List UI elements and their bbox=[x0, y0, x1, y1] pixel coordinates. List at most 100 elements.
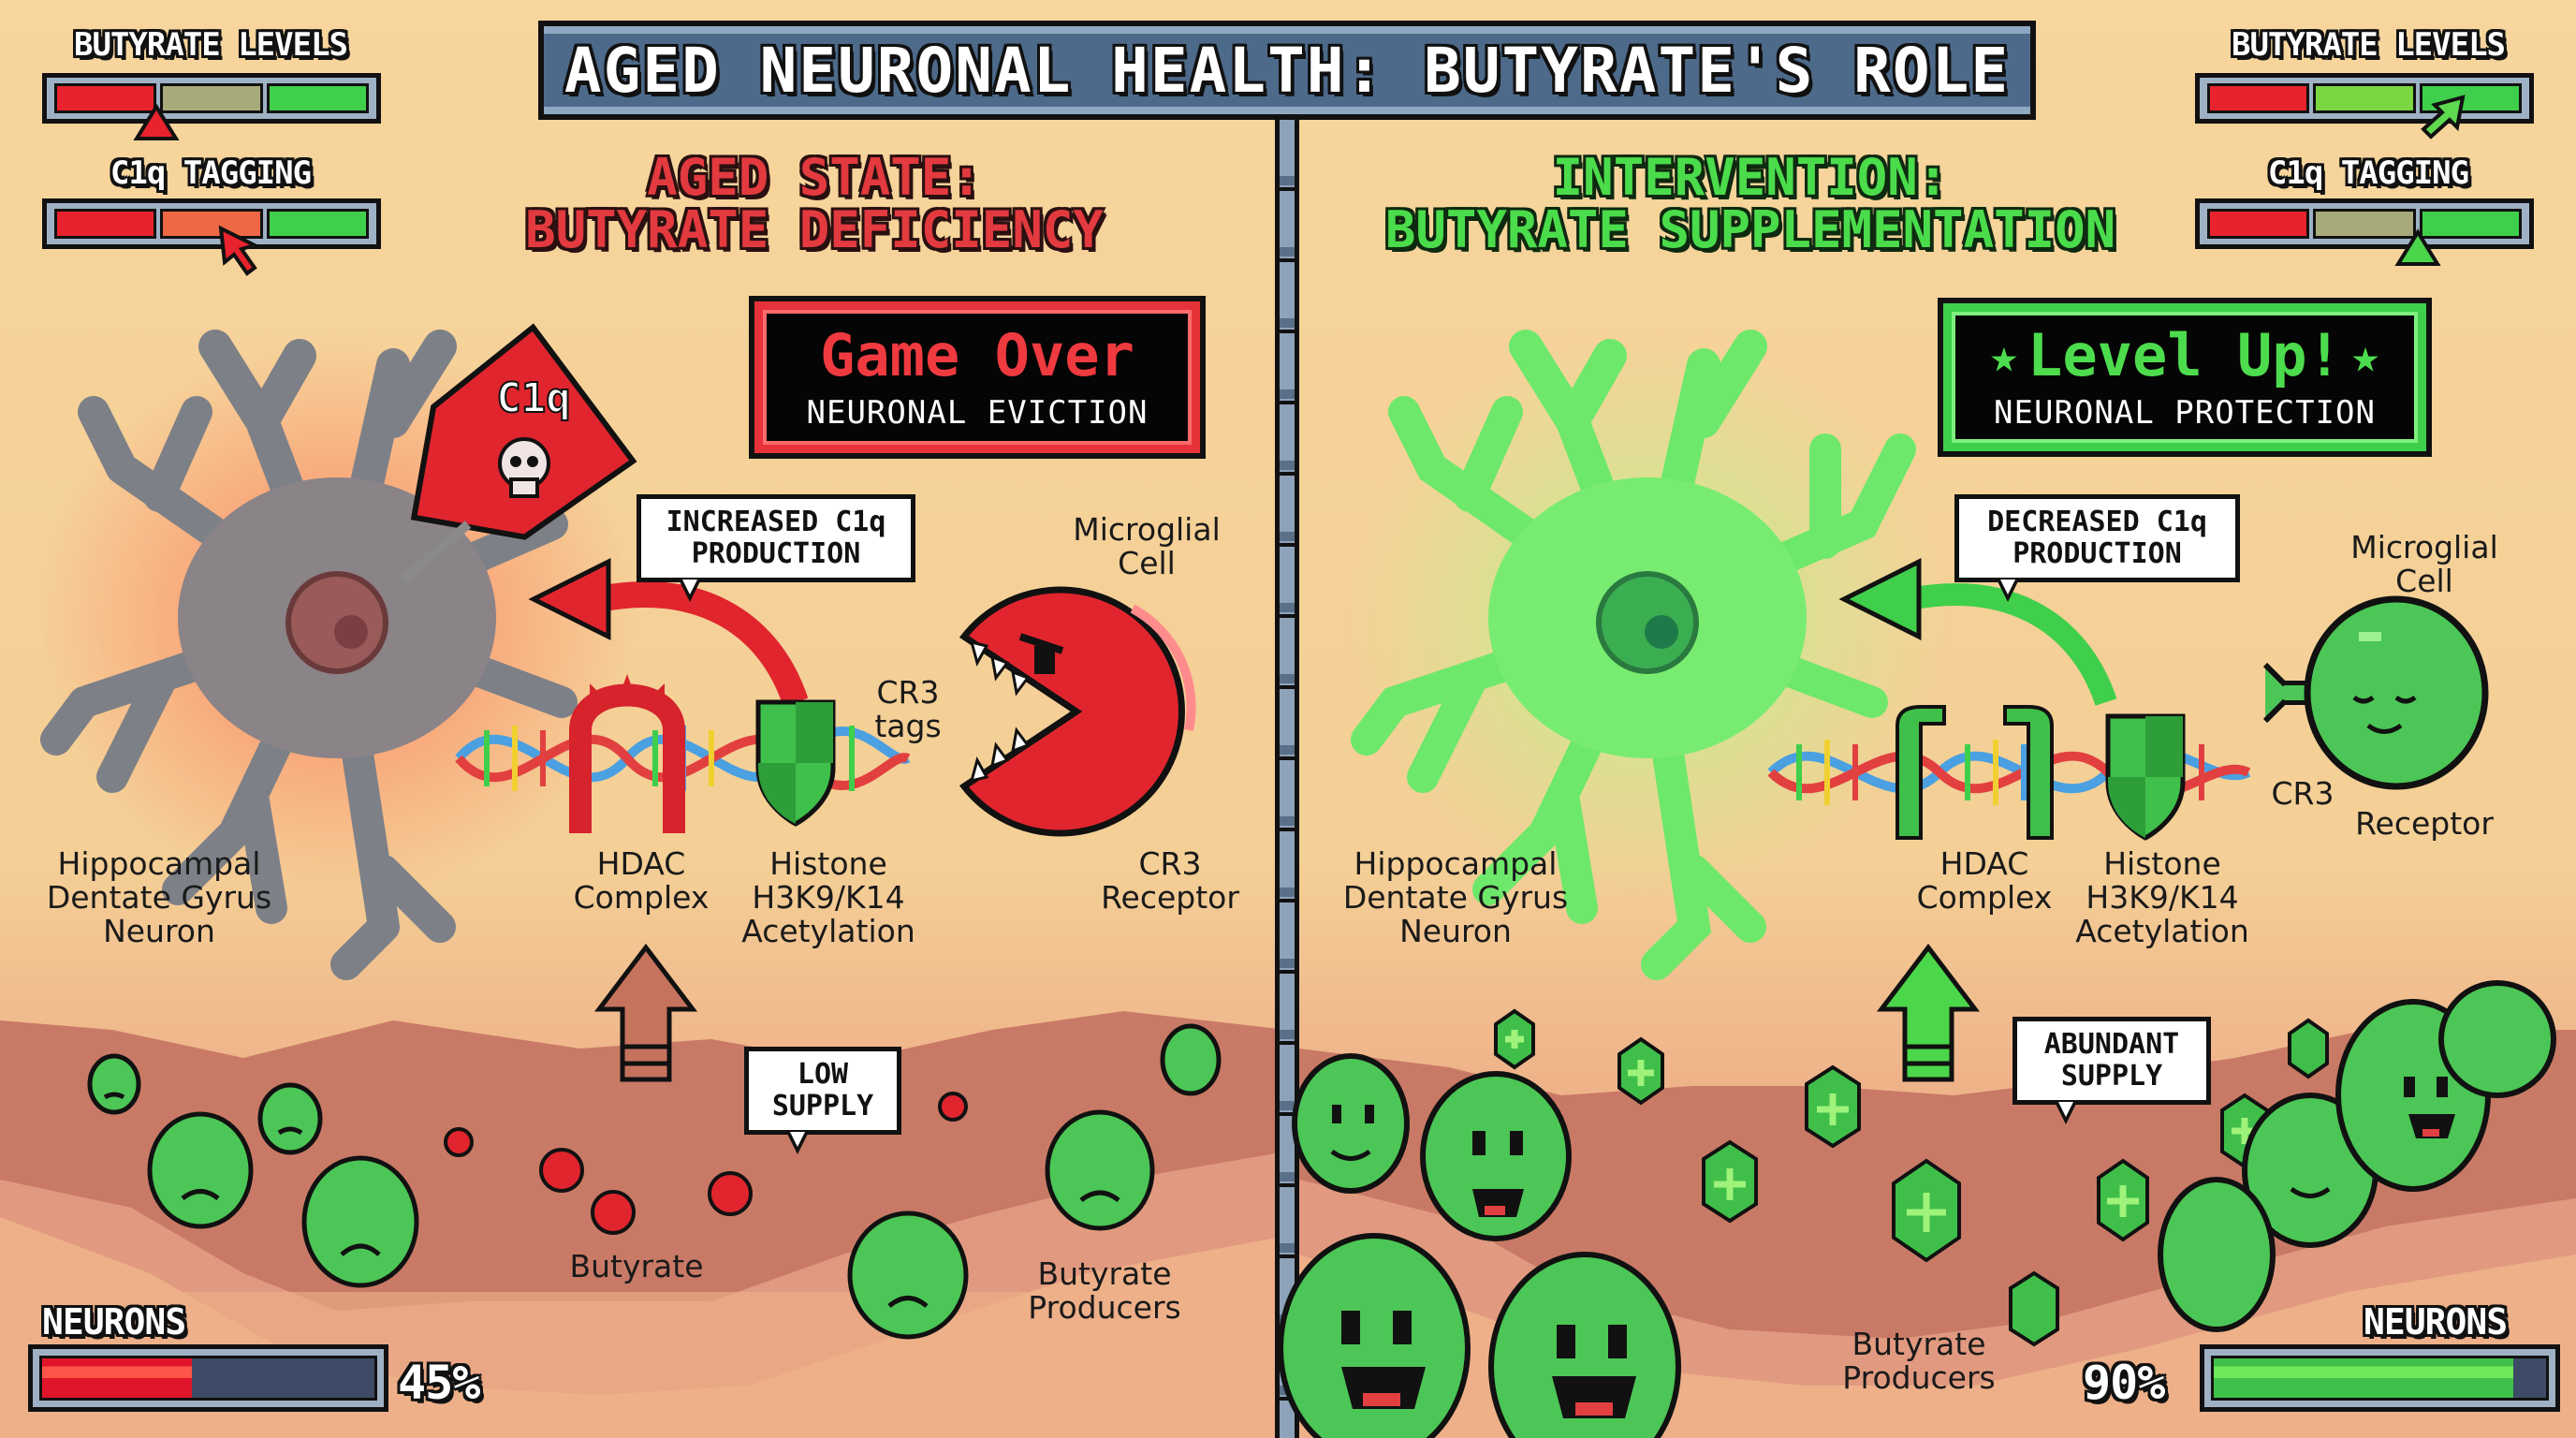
left-cr3-tags-label: CR3 tags bbox=[861, 676, 955, 743]
gauge-segment-low bbox=[54, 83, 157, 113]
level-up-subheading: NEURONAL PROTECTION bbox=[1994, 394, 2376, 432]
left-section-title: AGED STATE: BUTYRATE DEFICIENCY bbox=[487, 152, 1142, 257]
gauge-segment-mid bbox=[2313, 209, 2416, 239]
label-line: Producers bbox=[1028, 1289, 1181, 1326]
label-line: Neuron bbox=[103, 913, 215, 949]
gauge-segment-mid bbox=[160, 83, 263, 113]
skull-icon bbox=[498, 437, 550, 498]
bubble-line2: PRODUCTION bbox=[2012, 537, 2182, 570]
bubble-line1: DECREASED C1q bbox=[1987, 506, 2207, 538]
gauge-segment-high bbox=[2419, 209, 2522, 239]
label-line: tags bbox=[874, 708, 942, 744]
left-butyrate-up-arrow-icon bbox=[593, 943, 698, 1082]
meter-track bbox=[39, 1356, 377, 1401]
left-supply-bubble: LOW SUPPLY bbox=[744, 1047, 901, 1154]
left-histone-label: Histone H3K9/K14 Acetylation bbox=[725, 847, 931, 948]
label-line: Hippocampal bbox=[1354, 845, 1558, 882]
right-c1q-gauge bbox=[2195, 198, 2534, 249]
label-line: Complex bbox=[1916, 879, 2053, 916]
label-line: Microglial bbox=[1073, 511, 1221, 548]
happy-bacterium-icon bbox=[1292, 1053, 1410, 1194]
neuron-nucleus bbox=[1596, 571, 1699, 674]
right-butyrate-gauge bbox=[2195, 73, 2534, 124]
left-butyrate-molecules bbox=[444, 1092, 968, 1235]
right-neurons-meter-label: NEURONS bbox=[2364, 1301, 2508, 1343]
right-receptor-label: Receptor bbox=[2355, 805, 2494, 842]
label-line: CR3 bbox=[1138, 845, 1202, 882]
gauge-segment-mid bbox=[2313, 83, 2416, 113]
bubble-line1: LOW bbox=[797, 1058, 849, 1091]
left-producers-label: Butyrate Producers bbox=[1011, 1257, 1198, 1325]
left-neurons-meter bbox=[28, 1344, 388, 1412]
gauge-segment-high bbox=[266, 209, 369, 239]
butyrate-molecule-icon bbox=[539, 1148, 584, 1193]
left-c1q-arrow-icon bbox=[528, 557, 809, 707]
bubble-line2: SUPPLY bbox=[771, 1090, 874, 1123]
left-microglia-label: Microglial Cell bbox=[1048, 513, 1245, 580]
right-c1q-pointer-icon bbox=[2394, 228, 2441, 266]
left-c1q-cursor-icon bbox=[218, 225, 260, 276]
left-section-title-line2: BUTYRATE DEFICIENCY bbox=[525, 200, 1104, 259]
right-neurons-meter bbox=[2200, 1344, 2560, 1412]
right-producers-label: Butyrate Producers bbox=[1825, 1328, 2012, 1395]
sad-bacterium-icon bbox=[1160, 1023, 1222, 1096]
happy-bacterium-icon bbox=[2158, 1177, 2276, 1332]
shield-icon bbox=[2105, 713, 2186, 841]
game-over-panel: Game Over NEURONAL EVICTION bbox=[749, 296, 1206, 459]
right-happy-bacteria bbox=[1278, 980, 2556, 1438]
butyrate-molecule-icon bbox=[591, 1190, 636, 1235]
bubble-line2: PRODUCTION bbox=[691, 537, 861, 570]
left-butyrate-pointer-icon bbox=[133, 103, 180, 140]
label-line: Butyrate bbox=[1852, 1326, 1986, 1362]
gauge-segment-mid bbox=[160, 209, 263, 239]
center-divider bbox=[1275, 120, 1299, 1438]
neuron-nucleus bbox=[285, 571, 388, 674]
right-c1q-gauge-label: C1q TAGGING bbox=[2267, 154, 2469, 192]
right-microglia-label: Microglial Cell bbox=[2331, 531, 2518, 598]
label-line: H3K9/K14 bbox=[2086, 879, 2239, 916]
gauge-segment-low bbox=[2207, 83, 2310, 113]
label-line: Acetylation bbox=[741, 913, 915, 949]
right-section-title: INTERVENTION: BUTYRATE SUPPLEMENTATION bbox=[1367, 152, 2134, 257]
star-icon: ★ bbox=[1989, 329, 2019, 383]
butyrate-molecule-icon bbox=[938, 1092, 968, 1122]
label-line: Producers bbox=[1842, 1359, 1996, 1396]
sleepy-eyes-icon bbox=[2352, 695, 2417, 704]
right-hdac-label: HDAC Complex bbox=[1895, 847, 2073, 915]
label-line: Acetylation bbox=[2075, 913, 2249, 949]
sad-bacterium-icon bbox=[257, 1082, 323, 1155]
left-c1q-gauge bbox=[42, 198, 381, 249]
level-up-heading: Level Up! bbox=[2027, 321, 2342, 389]
happy-bacterium-icon bbox=[1420, 1071, 1572, 1241]
right-c1q-arrow-icon bbox=[1838, 557, 2117, 706]
butyrate-molecule-icon bbox=[708, 1171, 753, 1216]
label-line: Hippocampal bbox=[57, 845, 261, 882]
butyrate-gem-icon bbox=[2288, 1018, 2329, 1079]
game-over-heading: Game Over bbox=[820, 321, 1134, 389]
left-butyrate-gauge bbox=[42, 73, 381, 124]
label-line: Cell bbox=[1118, 545, 1176, 581]
label-line: Histone bbox=[2103, 845, 2221, 882]
left-c1q-production-bubble: INCREASED C1q PRODUCTION bbox=[637, 494, 915, 602]
hdac-complex-icon bbox=[569, 674, 685, 833]
label-line: HDAC bbox=[1939, 845, 2029, 882]
happy-bacterium-icon bbox=[2438, 980, 2556, 1098]
angry-eye-icon bbox=[1034, 646, 1055, 674]
right-section-title-line2: BUTYRATE SUPPLEMENTATION bbox=[1384, 200, 2116, 259]
level-up-heading-row: ★ Level Up! ★ bbox=[1990, 323, 2379, 389]
left-cr3-receptor-label: CR3 Receptor bbox=[1076, 847, 1264, 915]
c1q-tag: C1q bbox=[399, 323, 637, 584]
happy-bacterium-icon bbox=[1278, 1233, 1471, 1438]
label-line: HDAC bbox=[596, 845, 686, 882]
right-neurons-percent: 90% bbox=[2083, 1356, 2165, 1410]
bubble-line2: SUPPLY bbox=[2060, 1060, 2163, 1093]
right-cr3-label: CR3 bbox=[2271, 775, 2334, 812]
right-butyrate-gauge-label: BUTYRATE LEVELS bbox=[2231, 26, 2506, 64]
level-up-panel: ★ Level Up! ★ NEURONAL PROTECTION bbox=[1938, 298, 2432, 457]
page-title: AGED NEURONAL HEALTH: BUTYRATE'S ROLE bbox=[564, 34, 2011, 107]
gauge-segment-low bbox=[54, 209, 157, 239]
bubble-line1: ABUNDANT bbox=[2043, 1028, 2180, 1061]
label-line: Receptor bbox=[1101, 879, 1239, 916]
meter-track bbox=[2211, 1356, 2549, 1401]
butyrate-gem-icon bbox=[2009, 1270, 2059, 1347]
